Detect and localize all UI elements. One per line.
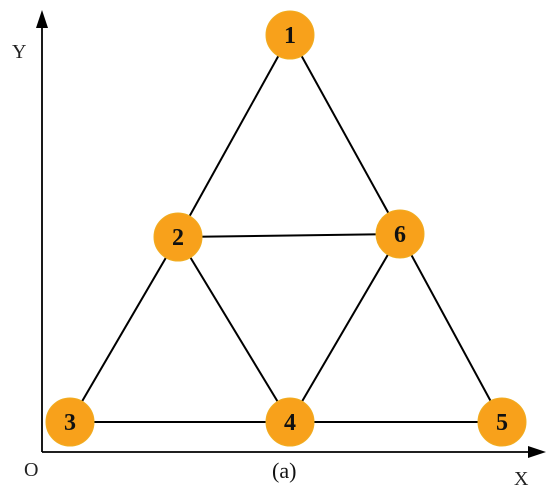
edge-2-6: [177, 233, 401, 238]
edge-6-5: [399, 233, 503, 423]
node-3: 3: [45, 397, 95, 447]
truss-nodes: 1 2 3 4 5 6: [45, 10, 527, 447]
y-axis-label: Y: [12, 41, 26, 63]
edge-1-6: [289, 34, 401, 235]
node-label: 1: [284, 23, 296, 49]
node-circle: [265, 397, 315, 447]
x-axis-arrow-icon: [528, 446, 546, 458]
y-axis-arrow-icon: [36, 10, 48, 28]
node-circle: [265, 10, 315, 60]
y-axis: Y: [12, 10, 48, 452]
node-4: 4: [265, 397, 315, 447]
node-circle: [153, 212, 203, 262]
node-label: 4: [284, 410, 296, 436]
node-circle: [45, 397, 95, 447]
truss-edges: [69, 34, 503, 423]
edge-1-2: [177, 34, 291, 238]
node-label: 3: [64, 410, 76, 436]
edge-6-4: [289, 233, 401, 423]
edge-2-4: [177, 236, 291, 423]
node-5: 5: [477, 397, 527, 447]
node-6: 6: [375, 209, 425, 259]
node-label: 6: [394, 222, 406, 248]
node-label: 5: [496, 410, 508, 436]
node-2: 2: [153, 212, 203, 262]
edge-2-3: [69, 236, 179, 423]
x-axis: X: [42, 446, 546, 490]
node-label: 2: [172, 225, 184, 251]
x-axis-label: X: [514, 468, 529, 490]
origin-label: O: [24, 459, 38, 481]
figure-caption: (a): [272, 458, 296, 483]
node-1: 1: [265, 10, 315, 60]
node-circle: [375, 209, 425, 259]
node-circle: [477, 397, 527, 447]
